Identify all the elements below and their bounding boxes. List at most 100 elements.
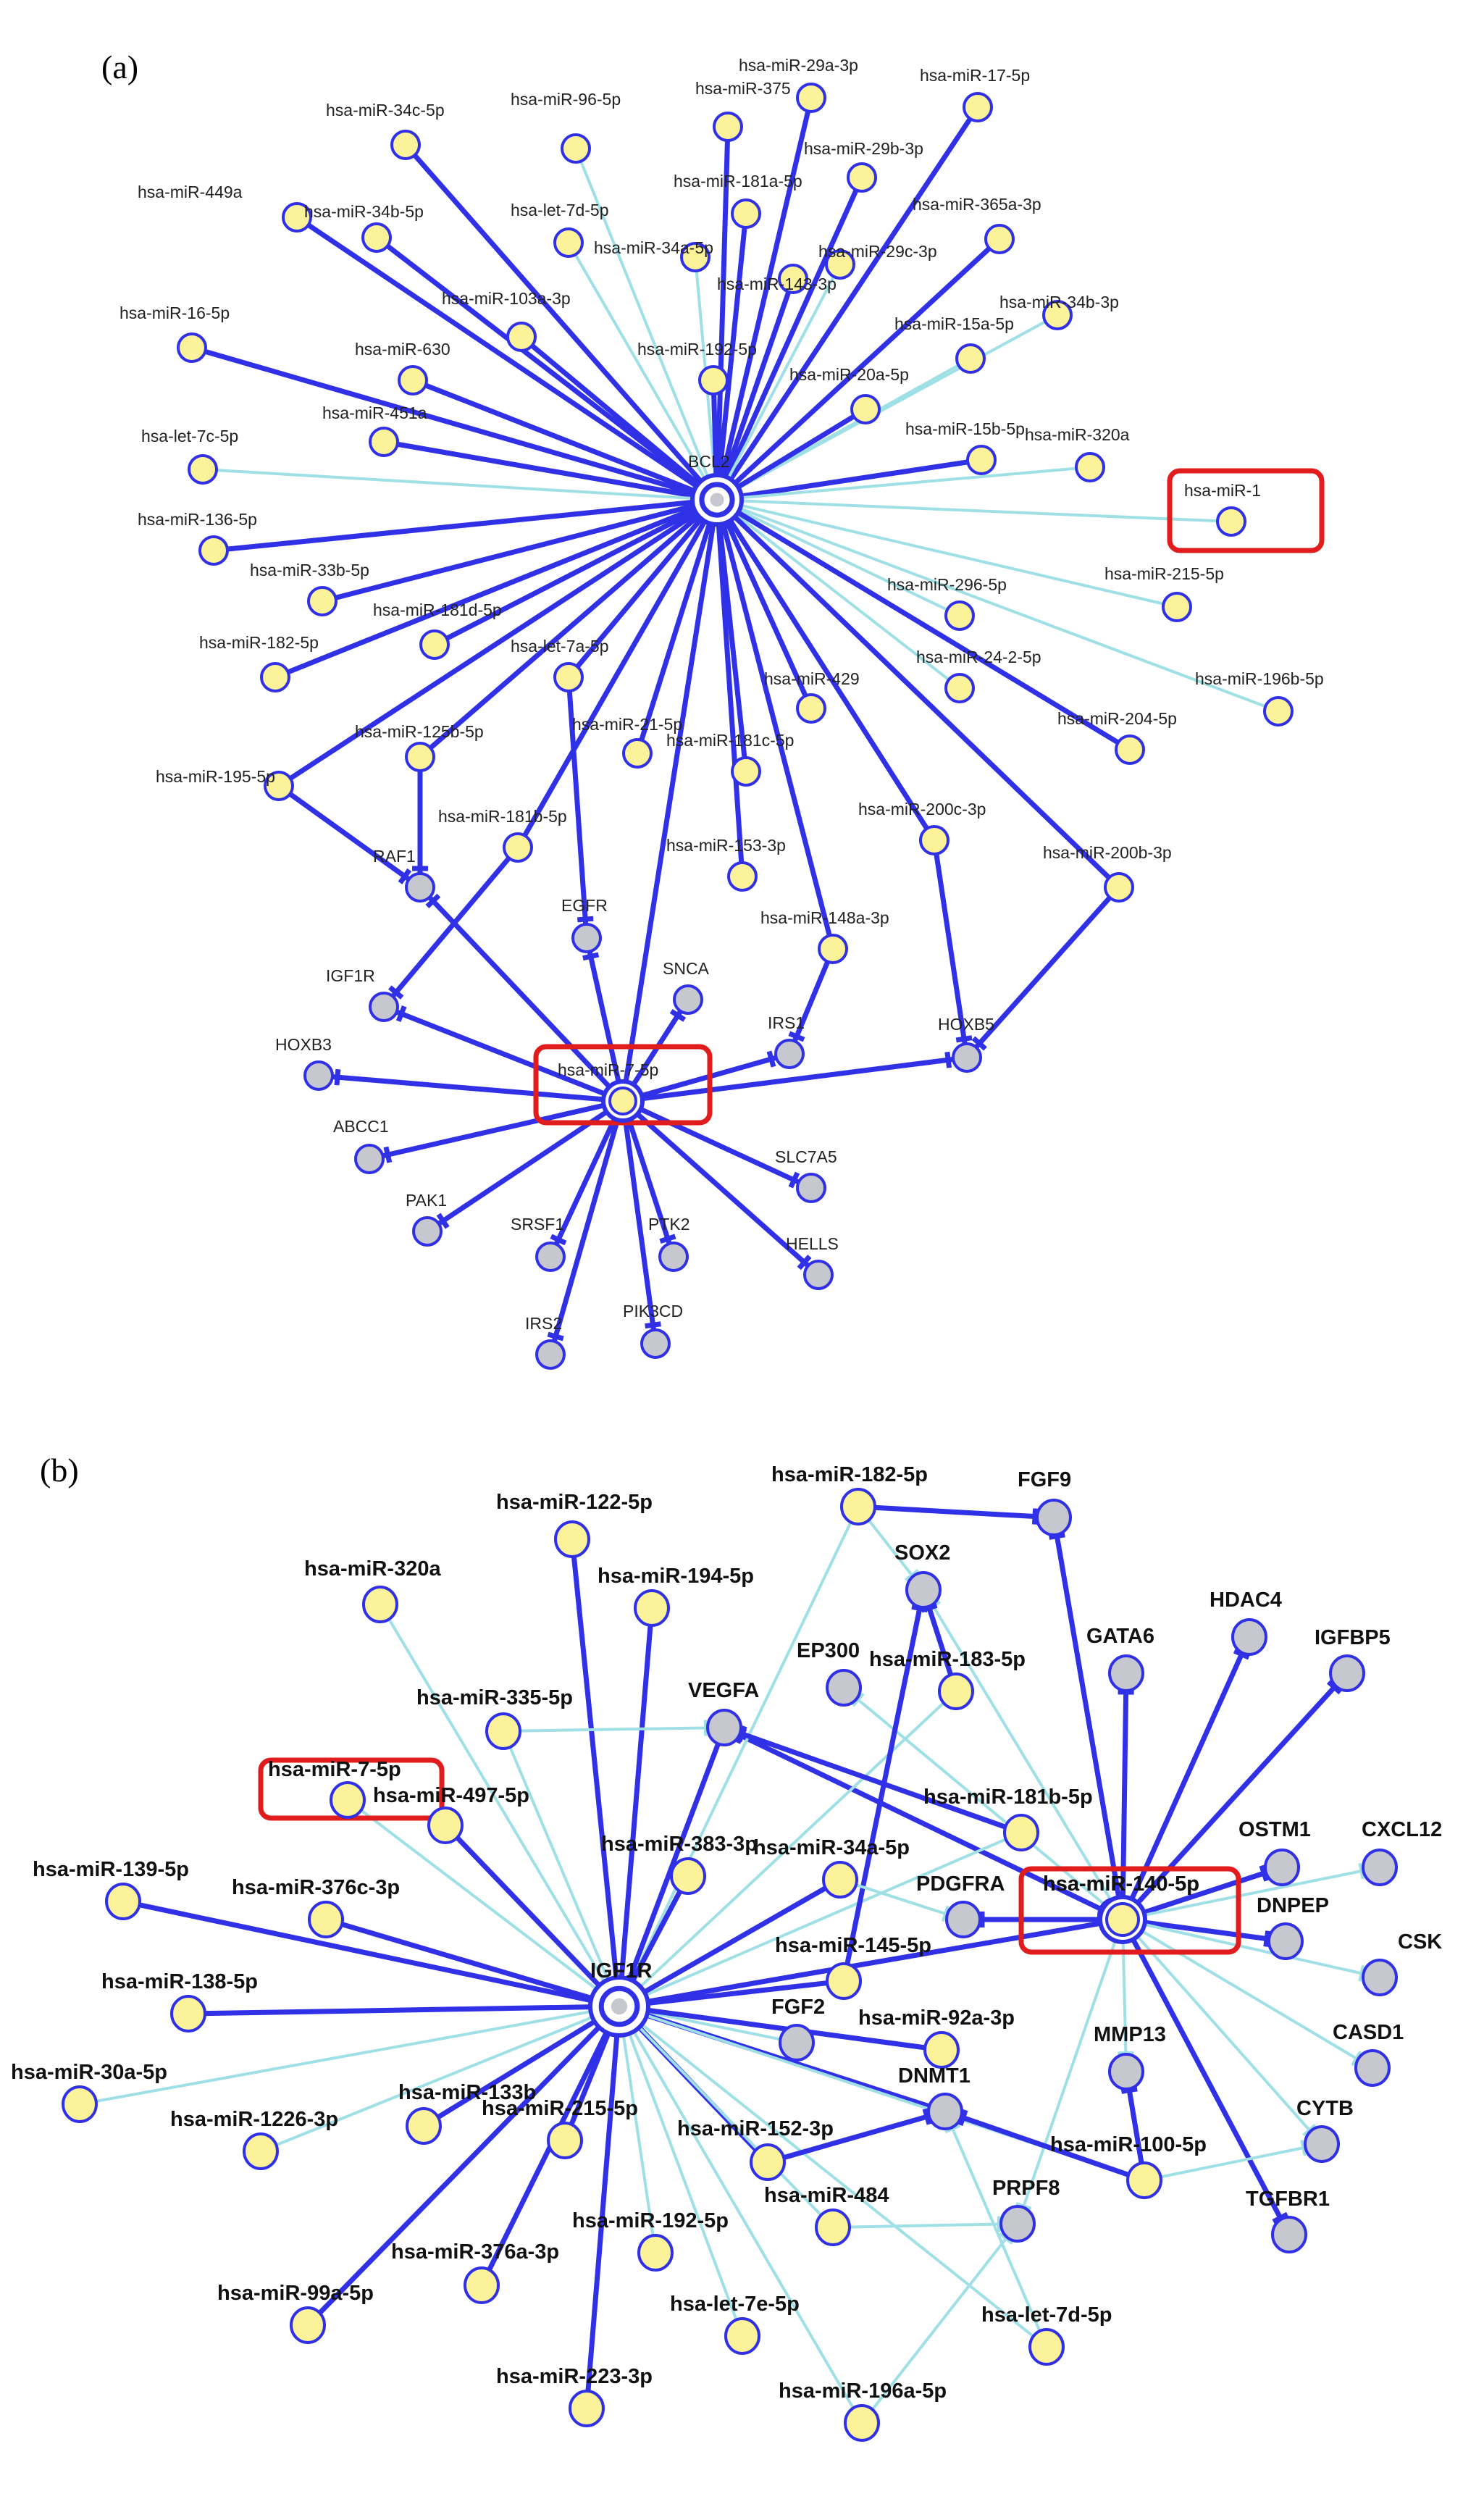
gene-node-cxcl12[interactable] <box>1362 1849 1398 1886</box>
gene-node-pik3cd[interactable] <box>640 1328 671 1359</box>
mirna-node-hsa-mir-375[interactable] <box>713 112 743 142</box>
mirna-node-hsa-mir-125b-5p[interactable] <box>405 742 435 772</box>
mirna-node-hsa-let-7d-5p[interactable] <box>1028 2328 1065 2366</box>
mirna-node-hsa-mir-153-3p[interactable] <box>727 861 758 892</box>
mirna-node-hsa-mir-15a-5p[interactable] <box>955 343 986 374</box>
gene-node-igf1r[interactable] <box>369 992 399 1022</box>
gene-node-prpf8[interactable] <box>999 2205 1036 2243</box>
mirna-node-hsa-mir-138-5p[interactable] <box>170 1995 206 2033</box>
mirna-node-hsa-mir-204-5p[interactable] <box>1115 734 1145 765</box>
mirna-node-hsa-mir-99a-5p[interactable] <box>290 2306 326 2344</box>
mirna-node-hsa-mir-7-5p[interactable] <box>330 1781 366 1819</box>
mirna-node-hsa-let-7a-5p[interactable] <box>553 662 584 692</box>
mirna-node-hsa-mir-215-5p[interactable] <box>547 2122 583 2159</box>
mirna-node-hsa-mir-29b-3p[interactable] <box>847 162 877 193</box>
gene-node-pdgfra[interactable] <box>945 1901 981 1938</box>
gene-node-fgf2[interactable] <box>779 2024 815 2061</box>
mirna-node-hsa-mir-96-5p[interactable] <box>561 133 591 164</box>
gene-node-mmp13[interactable] <box>1108 2053 1144 2090</box>
mirna-node-hsa-mir-152-3p[interactable] <box>750 2143 786 2181</box>
mirna-node-hsa-mir-30a-5p[interactable] <box>62 2085 98 2123</box>
secondary-hub-hsa-mir-7-5p[interactable] <box>608 1087 637 1115</box>
mirna-node-hsa-mir-181c-5p[interactable] <box>731 756 761 787</box>
mirna-node-hsa-mir-192-5p[interactable] <box>698 365 729 395</box>
mirna-node-hsa-mir-200c-3p[interactable] <box>919 825 950 855</box>
gene-node-dnmt1[interactable] <box>927 2093 963 2130</box>
mirna-node-hsa-mir-145-5p[interactable] <box>826 1962 862 2000</box>
mirna-node-hsa-mir-181b-5p[interactable] <box>1003 1814 1039 1851</box>
mirna-node-hsa-mir-196b-5p[interactable] <box>1263 696 1294 727</box>
gene-node-tgfbr1[interactable] <box>1271 2216 1307 2253</box>
mirna-node-hsa-mir-296-5p[interactable] <box>944 600 975 631</box>
mirna-node-hsa-mir-181a-5p[interactable] <box>731 198 761 229</box>
gene-node-irs1[interactable] <box>774 1039 805 1069</box>
mirna-node-hsa-mir-181b-5p[interactable] <box>503 832 533 863</box>
gene-node-abcc1[interactable] <box>354 1144 385 1174</box>
gene-node-ostm1[interactable] <box>1264 1849 1300 1886</box>
mirna-node-hsa-mir-33b-5p[interactable] <box>307 586 338 616</box>
mirna-node-hsa-mir-183-5p[interactable] <box>938 1673 974 1710</box>
mirna-node-hsa-mir-34a-5p[interactable] <box>680 242 710 272</box>
mirna-node-hsa-let-7c-5p[interactable] <box>188 454 218 485</box>
mirna-node-hsa-mir-192-5p[interactable] <box>637 2234 674 2272</box>
mirna-node-hsa-mir-148a-3p[interactable] <box>818 934 848 964</box>
mirna-node-hsa-mir-181d-5p[interactable] <box>419 629 450 660</box>
gene-node-vegfa[interactable] <box>706 1709 742 1746</box>
gene-node-ptk2[interactable] <box>658 1242 689 1272</box>
gene-node-dnpep[interactable] <box>1267 1922 1304 1960</box>
mirna-node-hsa-mir-182-5p[interactable] <box>840 1488 876 1525</box>
gene-node-fgf9[interactable] <box>1036 1499 1072 1536</box>
mirna-node-hsa-mir-376a-3p[interactable] <box>464 2266 500 2304</box>
gene-node-hoxb5[interactable] <box>952 1042 982 1073</box>
mirna-node-hsa-mir-24-2-5p[interactable] <box>944 673 975 703</box>
mirna-node-hsa-mir-630[interactable] <box>398 365 428 395</box>
mirna-node-hsa-mir-449a[interactable] <box>282 202 312 233</box>
mirna-node-hsa-mir-92a-3p[interactable] <box>923 2031 960 2069</box>
mirna-node-hsa-mir-143-3p[interactable] <box>778 264 808 294</box>
mirna-node-hsa-mir-21-5p[interactable] <box>622 738 653 769</box>
mirna-node-hsa-mir-103a-3p[interactable] <box>506 322 537 352</box>
gene-node-egfr[interactable] <box>571 923 602 953</box>
mirna-node-hsa-mir-34b-3p[interactable] <box>1042 300 1073 330</box>
mirna-node-hsa-mir-195-5p[interactable] <box>264 771 294 801</box>
mirna-node-hsa-mir-34a-5p[interactable] <box>822 1861 858 1899</box>
gene-node-igfbp5[interactable] <box>1329 1654 1365 1692</box>
mirna-node-hsa-mir-29a-3p[interactable] <box>796 83 826 113</box>
gene-node-srsf1[interactable] <box>535 1242 566 1272</box>
mirna-node-hsa-mir-1[interactable] <box>1216 506 1246 537</box>
mirna-node-hsa-mir-376c-3p[interactable] <box>308 1901 344 1938</box>
mirna-node-hsa-mir-215-5p[interactable] <box>1162 592 1192 622</box>
mirna-node-hsa-mir-320a[interactable] <box>1075 452 1105 482</box>
mirna-node-hsa-mir-200b-3p[interactable] <box>1104 872 1134 903</box>
mirna-node-hsa-mir-194-5p[interactable] <box>634 1589 670 1627</box>
gene-node-gata6[interactable] <box>1108 1654 1144 1692</box>
mirna-node-hsa-mir-29c-3p[interactable] <box>825 249 855 280</box>
mirna-node-hsa-mir-223-3p[interactable] <box>569 2390 605 2427</box>
mirna-node-hsa-mir-16-5p[interactable] <box>177 332 207 363</box>
mirna-node-hsa-mir-320a[interactable] <box>362 1586 398 1623</box>
gene-node-casd1[interactable] <box>1354 2049 1391 2087</box>
mirna-node-hsa-mir-122-5p[interactable] <box>554 1520 590 1558</box>
mirna-node-hsa-mir-182-5p[interactable] <box>260 662 290 692</box>
mirna-node-hsa-mir-335-5p[interactable] <box>485 1712 521 1750</box>
mirna-node-hsa-mir-15b-5p[interactable] <box>966 445 997 475</box>
mirna-node-hsa-mir-20a-5p[interactable] <box>850 394 881 424</box>
mirna-node-hsa-mir-429[interactable] <box>796 693 826 724</box>
mirna-node-hsa-mir-484[interactable] <box>815 2209 851 2246</box>
mirna-node-hsa-mir-136-5p[interactable] <box>198 535 229 566</box>
mirna-node-hsa-mir-497-5p[interactable] <box>427 1807 464 1844</box>
gene-node-irs2[interactable] <box>535 1339 566 1370</box>
mirna-node-hsa-let-7e-5p[interactable] <box>724 2317 760 2355</box>
gene-node-sox2[interactable] <box>905 1571 942 1609</box>
mirna-node-hsa-mir-383-3p[interactable] <box>670 1857 706 1895</box>
mirna-node-hsa-mir-100-5p[interactable] <box>1126 2161 1162 2199</box>
gene-node-ep300[interactable] <box>826 1669 862 1707</box>
secondary-hub-hsa-mir-140-5p[interactable] <box>1105 1902 1140 1937</box>
mirna-node-hsa-mir-139-5p[interactable] <box>105 1883 141 1920</box>
gene-node-snca[interactable] <box>673 984 703 1015</box>
gene-node-raf1[interactable] <box>405 872 435 903</box>
gene-node-hdac4[interactable] <box>1231 1618 1267 1656</box>
mirna-node-hsa-mir-34c-5p[interactable] <box>390 130 421 160</box>
mirna-node-hsa-mir-1226-3p[interactable] <box>243 2132 279 2170</box>
gene-node-pak1[interactable] <box>412 1216 443 1247</box>
